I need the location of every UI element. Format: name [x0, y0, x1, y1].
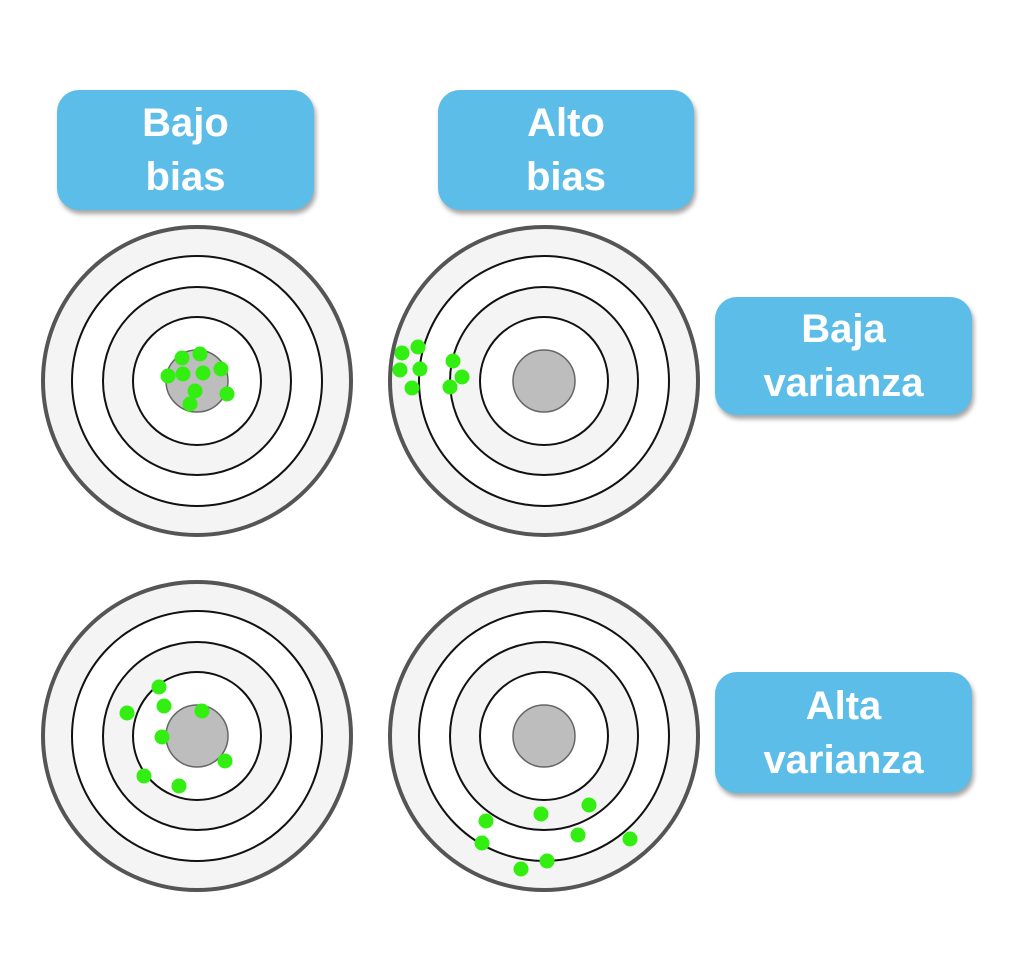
alto-bias-alta-varianza-hit-2 [581, 797, 597, 813]
alto-bias-baja-varianza-hit-7 [442, 379, 458, 395]
bajo-bias-alta-varianza-hit-8 [171, 778, 187, 794]
target-alto-bias-baja-varianza [388, 225, 700, 537]
label-baja-varianza-line2: varianza [763, 361, 924, 405]
alto-bias-baja-varianza-hit-4 [392, 362, 408, 378]
alto-bias-alta-varianza-hit-5 [622, 831, 638, 847]
bajo-bias-alta-varianza-hit-7 [136, 768, 152, 784]
alto-bias-baja-varianza-hit-5 [412, 361, 428, 377]
label-bajo-bias-line1: Bajo [142, 101, 229, 145]
alto-bias-alta-varianza-hit-6 [570, 827, 586, 843]
alto-bias-alta-varianza-hit-1 [478, 813, 494, 829]
alto-bias-alta-varianza-hit-4 [474, 835, 490, 851]
alto-bias-alta-varianza-hit-8 [513, 861, 529, 877]
bajo-bias-alta-varianza-hit-6 [217, 753, 233, 769]
bajo-bias-baja-varianza-hit-7 [187, 383, 203, 399]
label-alta-varianza-line1: Alta [805, 683, 882, 728]
alto-bias-baja-varianza-hit-8 [404, 380, 420, 396]
bajo-bias-alta-varianza-hit-2 [119, 705, 135, 721]
alto-bias-alta-varianza-bullseye [512, 704, 576, 768]
bajo-bias-baja-varianza-hit-4 [175, 366, 191, 382]
label-alta-varianza: Alta varianza [715, 672, 972, 793]
bajo-bias-baja-varianza-hit-6 [213, 361, 229, 377]
label-alto-bias: Alto bias [438, 90, 694, 210]
alto-bias-baja-varianza-hit-3 [445, 353, 461, 369]
label-bajo-bias: Bajo bias [57, 90, 314, 210]
label-alto-bias-line1: Alto [527, 101, 605, 145]
bajo-bias-baja-varianza-hit-9 [219, 386, 235, 402]
label-baja-varianza-line1: Baja [801, 307, 886, 351]
bajo-bias-baja-varianza-hit-8 [182, 396, 198, 412]
bajo-bias-baja-varianza-hit-2 [192, 346, 208, 362]
bajo-bias-alta-varianza-hit-4 [194, 703, 210, 719]
label-alta-varianza-line2: varianza [763, 737, 924, 782]
bajo-bias-baja-varianza-hit-1 [174, 350, 190, 366]
bajo-bias-baja-varianza-hit-5 [195, 365, 211, 381]
bajo-bias-alta-varianza-hit-3 [156, 698, 172, 714]
bajo-bias-alta-varianza-hit-1 [151, 679, 167, 695]
alto-bias-baja-varianza-hit-1 [394, 345, 410, 361]
label-bajo-bias-line2: bias [145, 155, 226, 199]
alto-bias-alta-varianza-hit-3 [533, 806, 549, 822]
bajo-bias-baja-varianza-hit-3 [160, 368, 176, 384]
bajo-bias-alta-varianza-hit-5 [154, 729, 170, 745]
target-bajo-bias-alta-varianza [41, 580, 353, 892]
alto-bias-baja-varianza-hit-6 [454, 369, 470, 385]
label-alto-bias-line2: bias [525, 155, 607, 199]
label-baja-varianza: Baja varianza [715, 297, 972, 415]
target-alto-bias-alta-varianza [388, 580, 700, 892]
alto-bias-baja-varianza-bullseye [512, 349, 576, 413]
alto-bias-baja-varianza-hit-2 [410, 339, 426, 355]
alto-bias-alta-varianza-hit-7 [539, 853, 555, 869]
target-bajo-bias-baja-varianza [41, 225, 353, 537]
